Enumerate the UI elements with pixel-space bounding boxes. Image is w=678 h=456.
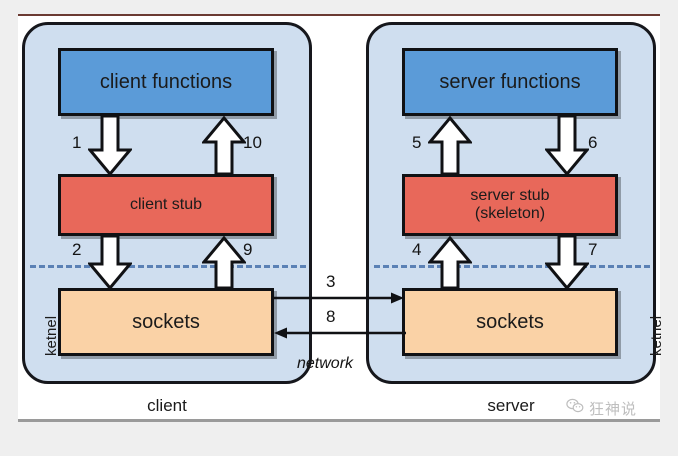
watermark: 狂神说: [566, 398, 637, 419]
server-caption: server: [487, 396, 535, 415]
step-label-5: 5: [412, 133, 422, 152]
step-label-10: 10: [243, 133, 262, 152]
client-functions-label: client functions: [99, 70, 233, 93]
server-sockets-label: sockets: [476, 310, 544, 333]
arrow-client-sockets-to-stub: [202, 236, 246, 290]
step-label-3: 3: [326, 272, 336, 291]
arrow-server-functions-to-stub: [545, 116, 589, 176]
server-stub-box[interactable]: server stub (skeleton): [402, 174, 618, 236]
step-label-9: 9: [243, 240, 253, 259]
network-reply-arrow: [272, 325, 406, 341]
network-request-arrow: [272, 290, 406, 306]
network-label: network: [297, 355, 354, 372]
server-functions-label: server functions: [439, 70, 581, 93]
server-functions-box[interactable]: server functions: [402, 48, 618, 116]
client-user-kernel-separator: [30, 265, 306, 268]
server-stub-label-line2: (skeleton): [474, 205, 546, 222]
sheet-top-rule: [18, 14, 660, 16]
server-user-kernel-separator: [374, 265, 650, 268]
client-caption: client: [147, 396, 187, 415]
client-sockets-box[interactable]: sockets: [58, 288, 274, 356]
arrow-server-stub-to-sockets: [545, 236, 589, 290]
step-label-2: 2: [72, 240, 82, 259]
step-label-6: 6: [588, 133, 598, 152]
wechat-icon: [566, 398, 584, 419]
client-functions-box[interactable]: client functions: [58, 48, 274, 116]
arrow-client-stub-to-sockets: [88, 236, 132, 290]
client-sockets-label: sockets: [132, 310, 200, 333]
watermark-text: 狂神说: [589, 401, 638, 418]
step-label-7: 7: [588, 240, 598, 259]
step-label-1: 1: [72, 133, 82, 152]
client-stub-box[interactable]: client stub: [58, 174, 274, 236]
sheet-bottom-rule: [18, 419, 660, 422]
step-label-4: 4: [412, 240, 422, 259]
server-sockets-box[interactable]: sockets: [402, 288, 618, 356]
arrow-server-stub-to-functions: [428, 116, 472, 176]
client-stub-label: client stub: [129, 196, 203, 214]
arrow-server-sockets-to-stub: [428, 236, 472, 290]
server-stub-label-line1: server stub: [470, 187, 550, 205]
arrow-client-stub-to-functions: [202, 116, 246, 176]
arrow-client-functions-to-stub: [88, 116, 132, 176]
step-label-8: 8: [326, 307, 336, 326]
server-kernel-label: ketnel: [648, 315, 665, 356]
